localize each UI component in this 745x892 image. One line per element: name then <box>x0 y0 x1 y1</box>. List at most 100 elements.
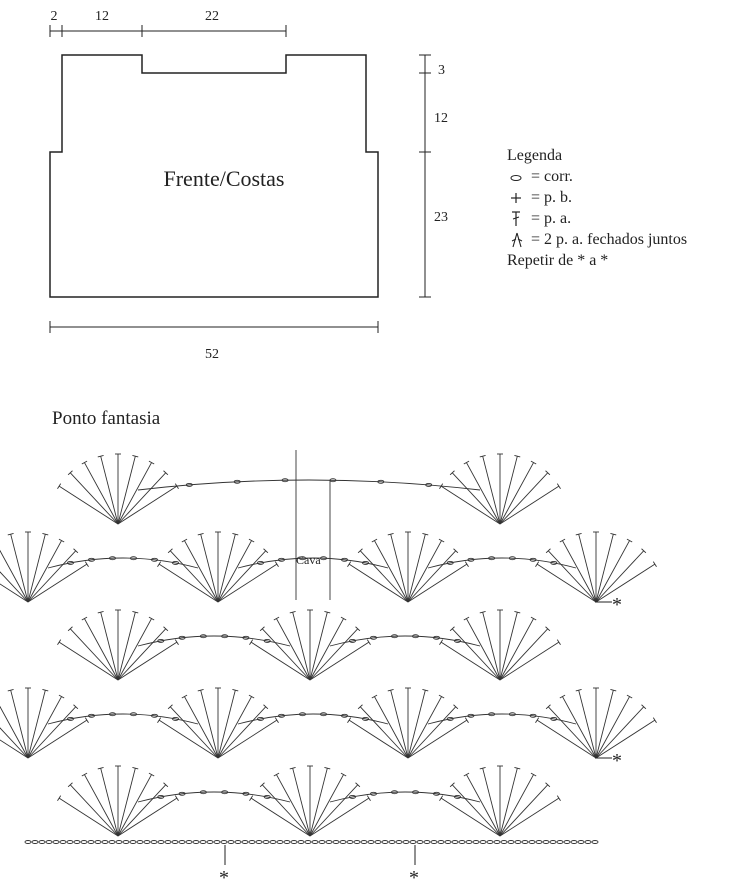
double-crochet-stitch <box>407 690 426 759</box>
double-crochet-stitch <box>10 534 29 603</box>
stitch-top-bar <box>514 766 521 770</box>
double-crochet-stitch <box>169 550 219 603</box>
chain-stitch <box>325 840 333 844</box>
double-crochet-stitch <box>0 739 29 759</box>
double-crochet-stitch <box>117 462 152 525</box>
chain-stitch <box>150 840 158 844</box>
legend-item-label: = corr. <box>531 168 573 185</box>
chain-stitch <box>488 556 496 561</box>
stitch-top-bar <box>181 694 188 699</box>
chain-stitch <box>370 635 377 640</box>
right-dim-label-2: 12 <box>434 111 448 126</box>
chain-arc <box>329 791 481 803</box>
stitch-top-bar <box>42 688 49 692</box>
double-crochet-stitch <box>117 768 136 837</box>
garment-outline <box>49 54 379 298</box>
legend-item-double-crochet: = p. a. <box>507 208 687 229</box>
legend-item-label: = 2 p. a. fechados juntos <box>531 231 688 248</box>
double-crochet-stitch <box>27 706 77 759</box>
stitch-top-bar <box>438 694 445 699</box>
double-crochet-stitch <box>595 706 645 759</box>
chain-stitch <box>221 790 229 795</box>
chain-arc <box>329 635 481 647</box>
stitch-top-bar <box>274 561 279 567</box>
double-crochet-stitch <box>117 628 167 681</box>
stitch-chart-body <box>0 450 657 844</box>
chain-stitch <box>349 794 356 799</box>
double-crochet-stitch <box>407 696 442 759</box>
stitch-top-bar <box>535 561 540 567</box>
stitch-top-bar <box>422 532 429 536</box>
chain-stitch <box>454 638 461 643</box>
double-crochet-stitch <box>10 690 29 759</box>
stitch-top-bar <box>167 704 173 710</box>
double-crochet-stitch <box>27 696 62 759</box>
stitch-top-bar <box>148 616 155 621</box>
chain-stitch <box>493 840 501 844</box>
double-crochet-stitch <box>217 719 278 759</box>
chain-stitch <box>318 840 326 844</box>
stitch-top-bar <box>132 766 139 770</box>
chain-stitch <box>577 840 585 844</box>
stitch-top-bar <box>575 532 582 536</box>
chain-stitch <box>395 840 403 844</box>
double-crochet-stitch <box>407 719 468 759</box>
chain-stitch <box>550 716 558 721</box>
chain-stitch <box>349 638 356 643</box>
repeat-marker-right-lower: * <box>612 750 622 772</box>
legend-item-chain: = corr. <box>507 166 687 187</box>
legend-title: Legenda <box>507 147 563 164</box>
double-crochet-stitch <box>117 456 136 525</box>
chain-stitch <box>136 840 144 844</box>
stitch-top-bar <box>197 532 204 536</box>
double-crochet-stitch <box>499 456 518 525</box>
double-crochet-stitch <box>0 549 29 603</box>
double-crochet-stitch <box>100 768 119 837</box>
stitch-top-bar <box>174 639 179 645</box>
double-crochet-stitch <box>499 641 560 681</box>
stitch-top-bar <box>57 639 62 645</box>
double-crochet-stitch <box>250 641 311 681</box>
stitch-top-bar <box>167 548 173 554</box>
stitch-top-bar <box>57 483 62 489</box>
stitch-top-bar <box>387 688 394 692</box>
chain-stitch <box>263 638 271 643</box>
chain-stitch <box>178 840 186 844</box>
stitch-top-bar <box>357 704 363 710</box>
chain-stitch <box>370 791 377 796</box>
double-crochet-stitch <box>217 534 236 603</box>
chain-stitch <box>38 840 46 844</box>
stitch-top-bar <box>438 538 445 543</box>
stitch-top-bar <box>324 766 331 770</box>
chain-stitch <box>451 840 459 844</box>
double-crochet-stitch <box>309 784 359 837</box>
chain-stitch <box>67 560 74 565</box>
chain-stitch <box>88 557 95 562</box>
stitch-top-bar <box>545 548 551 554</box>
chain-stitch <box>467 713 475 718</box>
double-crochet-stitch <box>390 534 409 603</box>
chain-stitch <box>172 560 179 565</box>
chain-stitch <box>521 840 529 844</box>
chain-stitch <box>31 840 39 844</box>
stitch-top-bar <box>232 532 239 536</box>
double-crochet-stitch <box>309 628 359 681</box>
double-crochet-stitch <box>292 768 311 837</box>
stitch-top-bar <box>97 454 104 458</box>
chain-stitch <box>151 713 158 718</box>
stitch-top-bar <box>67 626 73 632</box>
chain-stitch <box>80 840 88 844</box>
stitch-top-bar <box>610 688 617 692</box>
stitch-chart-title: Ponto fantasia <box>52 408 161 429</box>
repeat-marker-group <box>224 601 612 865</box>
double-crochet-stitch <box>374 696 409 759</box>
double-crochet-stitch <box>27 550 77 603</box>
double-crochet-stitch <box>276 618 311 681</box>
double-crochet-stitch <box>390 690 409 759</box>
legend-item-dc2tog: = 2 p. a. fechados juntos <box>507 229 687 250</box>
double-crochet-stitch <box>0 583 29 603</box>
chain-stitch <box>185 482 193 487</box>
double-crochet-stitch <box>359 706 409 759</box>
chain-stitch <box>185 840 193 844</box>
stitch-top-bar <box>67 782 73 788</box>
